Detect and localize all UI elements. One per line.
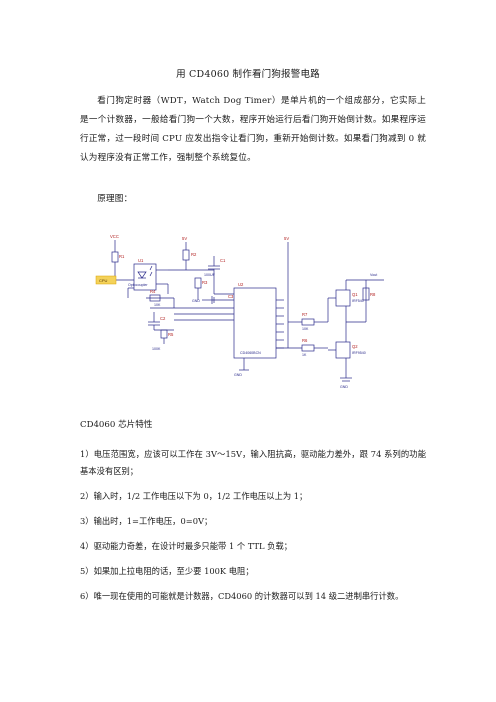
5v-label-left: 5V — [182, 236, 187, 241]
optocoupler-label: Optocoupler — [128, 283, 148, 287]
feature-item: 6）唯一现在使用的可能就是计数器，CD4060 的计数器可以到 14 级二进制串… — [80, 591, 404, 601]
r7-value-label: 10K — [302, 327, 309, 331]
gnd-label-chip: GND — [234, 373, 242, 377]
feature-item: 5）如果加上拉电阻的话，至少要 100K 电阻； — [80, 566, 254, 576]
gnd-label-left: GND — [192, 299, 200, 303]
c2-label: C2 — [160, 316, 166, 321]
cpu-input-tag: CPU — [99, 278, 108, 283]
intro-paragraph: 看门狗定时器（WDT，Watch Dog Timer）是单片机的一个组成部分，它… — [80, 96, 426, 163]
r1-label: R1 — [119, 254, 125, 259]
5v-label-right: 5V — [284, 236, 289, 241]
schematic-label: 原理图： — [97, 194, 133, 204]
vout-label: Vout — [370, 273, 377, 277]
u1-label: U1 — [138, 258, 144, 263]
r2-label: R2 — [191, 252, 197, 257]
r3-label: R3 — [202, 280, 208, 285]
q2-label: Q2 — [352, 344, 358, 349]
feature-item: 2）输入时，1/2 工作电压以下为 0，1/2 工作电压以上为 1； — [80, 491, 308, 501]
q1-part-label: IRF540 — [352, 299, 364, 303]
features-heading: CD4060 芯片特性 — [80, 420, 153, 430]
q2-part-label: IRF9540 — [352, 351, 366, 355]
features-list: 1）电压范围宽，应该可以工作在 3V～15V，输入阻抗高，驱动能力差外，跟 74… — [80, 446, 426, 613]
vcc-label: VCC — [110, 234, 119, 239]
r5-label: R5 — [168, 332, 174, 337]
circuit-schematic: VCC R1 5V R2 U1 C1 R3 R4 C2 R5 U2 5V R7 … — [95, 234, 384, 389]
feature-item: 1）电压范围宽，应该可以工作在 3V～15V，输入阻抗高，驱动能力差外，跟 74… — [80, 449, 426, 476]
c3-label: C3 — [228, 294, 234, 299]
r4-label: R4 — [150, 289, 156, 294]
r6-value-label: 1K — [302, 353, 307, 357]
gnd-label-q2: GND — [340, 385, 348, 389]
r4-value-label: 10K — [154, 303, 161, 307]
document-title: 用 CD4060 制作看门狗报警电路 — [176, 69, 320, 80]
r5-value-label: 100K — [152, 347, 161, 351]
feature-item: 3）输出时，1=工作电压，0=0V； — [80, 516, 213, 526]
chip-label: CD4060BCN — [240, 351, 261, 355]
feature-item: 4）驱动能力奇差，在设计时最多只能带 1 个 TTL 负载； — [80, 541, 293, 551]
r8-label: R8 — [370, 292, 376, 297]
c1-value-label: 100UF — [204, 273, 216, 277]
q1-label: Q1 — [352, 292, 358, 297]
c1-label: C1 — [220, 258, 226, 263]
u2-label: U2 — [238, 282, 244, 287]
r6-label: R6 — [302, 338, 308, 343]
r7-label: R7 — [302, 312, 308, 317]
